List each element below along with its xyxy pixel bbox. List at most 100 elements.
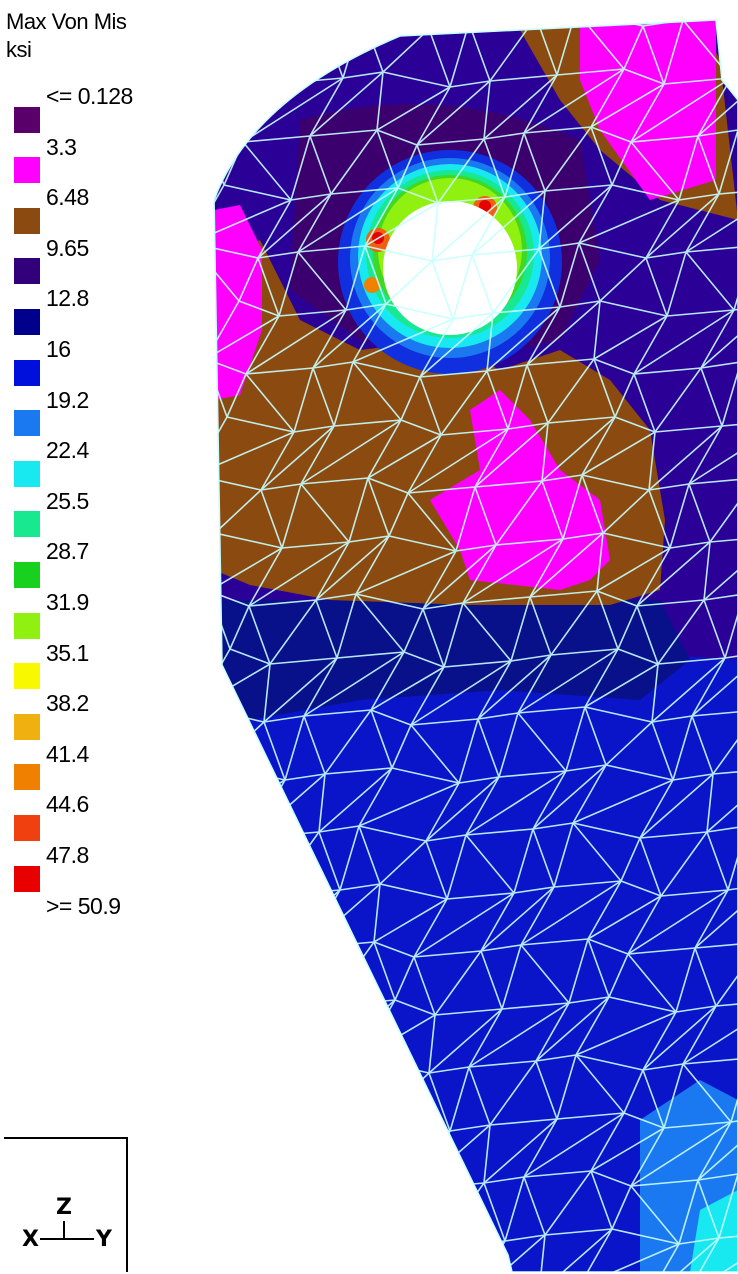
mesh-edge (336, 651, 405, 659)
mesh-edge (654, 425, 723, 433)
legend-swatch (14, 562, 40, 588)
legend-label: 35.1 (46, 639, 89, 666)
mesh-edge (730, 20, 738, 79)
magenta-top-right-region (580, 20, 716, 200)
mesh-edge (462, 602, 512, 662)
part-outline (213, 19, 738, 1272)
mesh-edge (648, 489, 671, 549)
mesh-edge (611, 1228, 680, 1245)
mesh-edge (275, 1121, 344, 1129)
mesh-edge (287, 947, 308, 1013)
mesh-edge (254, 20, 323, 27)
mesh-edge (342, 71, 384, 79)
mesh-edge (431, 202, 439, 262)
mesh-edge (437, 1240, 506, 1248)
mesh-edge (520, 938, 589, 946)
legend-label: 12.8 (46, 285, 89, 312)
mesh-edge (428, 1008, 503, 1074)
mesh-edge (379, 883, 448, 900)
mesh-edge (581, 416, 616, 476)
mesh-edge (309, 77, 344, 137)
mesh-edge (388, 535, 457, 552)
mesh-edge (682, 1057, 738, 1065)
mesh-edge (260, 489, 283, 549)
mesh-edge (373, 941, 415, 958)
mesh-edge (697, 129, 738, 137)
mesh-edge (370, 709, 393, 769)
mesh-edge (388, 492, 409, 537)
mesh-edge (410, 666, 445, 726)
mesh-edge (293, 425, 335, 433)
mesh-edge (407, 434, 442, 494)
mesh-edge (425, 782, 460, 842)
mesh-edge (590, 126, 632, 143)
mesh-edge (254, 1005, 329, 1071)
mesh-edge (257, 1243, 292, 1272)
mesh-edge (483, 1124, 491, 1184)
mesh-edge (315, 541, 350, 601)
magenta-center-region (430, 390, 610, 590)
mesh-edge (688, 419, 738, 485)
mesh-edge (443, 660, 512, 668)
mesh-edge (651, 715, 693, 723)
mesh-edge (623, 1112, 665, 1129)
legend-label: 28.7 (46, 538, 89, 565)
mesh-edge (541, 480, 564, 540)
mesh-edge (636, 605, 659, 665)
mesh-edge (297, 245, 366, 253)
mesh-edge (242, 135, 311, 143)
mesh-edge (462, 544, 497, 604)
mesh-edge (623, 68, 665, 85)
mesh-edge (575, 1011, 677, 1056)
mesh-edge (361, 999, 396, 1059)
mesh-edge (718, 1173, 738, 1239)
mesh-edge (523, 68, 625, 134)
mesh-edge (562, 532, 604, 540)
mesh-edge (483, 1118, 558, 1184)
mesh-edge (477, 712, 519, 720)
mesh-edge (529, 532, 604, 598)
mesh-edge (523, 1118, 558, 1178)
mesh-edge (688, 483, 711, 543)
mesh-edge (663, 77, 732, 85)
mesh-edge (214, 184, 225, 244)
mesh-edge (318, 831, 341, 891)
mesh-edge (535, 996, 610, 1062)
mesh-edge (700, 309, 735, 369)
mesh-edge (495, 480, 543, 546)
mesh-edge (590, 1170, 613, 1230)
mesh-edge (584, 706, 653, 723)
mesh-edge (275, 1063, 323, 1129)
mesh-edge (242, 141, 292, 201)
mesh-edge (214, 880, 234, 940)
mesh-edge (697, 1179, 720, 1239)
legend-swatch (14, 309, 40, 335)
mesh-edge (416, 1188, 439, 1248)
mesh-edge (251, 837, 274, 897)
legend-label: 3.3 (46, 133, 77, 160)
mesh-edge (394, 999, 436, 1016)
mesh-edge (553, 822, 574, 888)
mesh-edge (315, 535, 390, 601)
mesh-edge (526, 358, 595, 366)
mesh-edge (226, 373, 247, 418)
legend-swatch (14, 815, 40, 841)
mesh-edge (682, 999, 738, 1065)
mesh-edge (730, 71, 738, 79)
mesh-edge (416, 86, 451, 146)
mesh-edge (214, 648, 231, 708)
mesh-edge (620, 880, 662, 897)
mesh-edge (492, 306, 561, 314)
mesh-edge (593, 315, 668, 360)
mesh-edge (382, 1115, 451, 1132)
mesh-edge (376, 86, 451, 131)
mesh-edge (547, 416, 616, 424)
mesh-edge (593, 358, 616, 418)
mesh-edge (263, 715, 305, 723)
mesh-edge (654, 367, 702, 433)
triad-y-label: Y (96, 1227, 112, 1252)
mesh-edge (517, 706, 586, 714)
mesh-edge (578, 184, 613, 244)
